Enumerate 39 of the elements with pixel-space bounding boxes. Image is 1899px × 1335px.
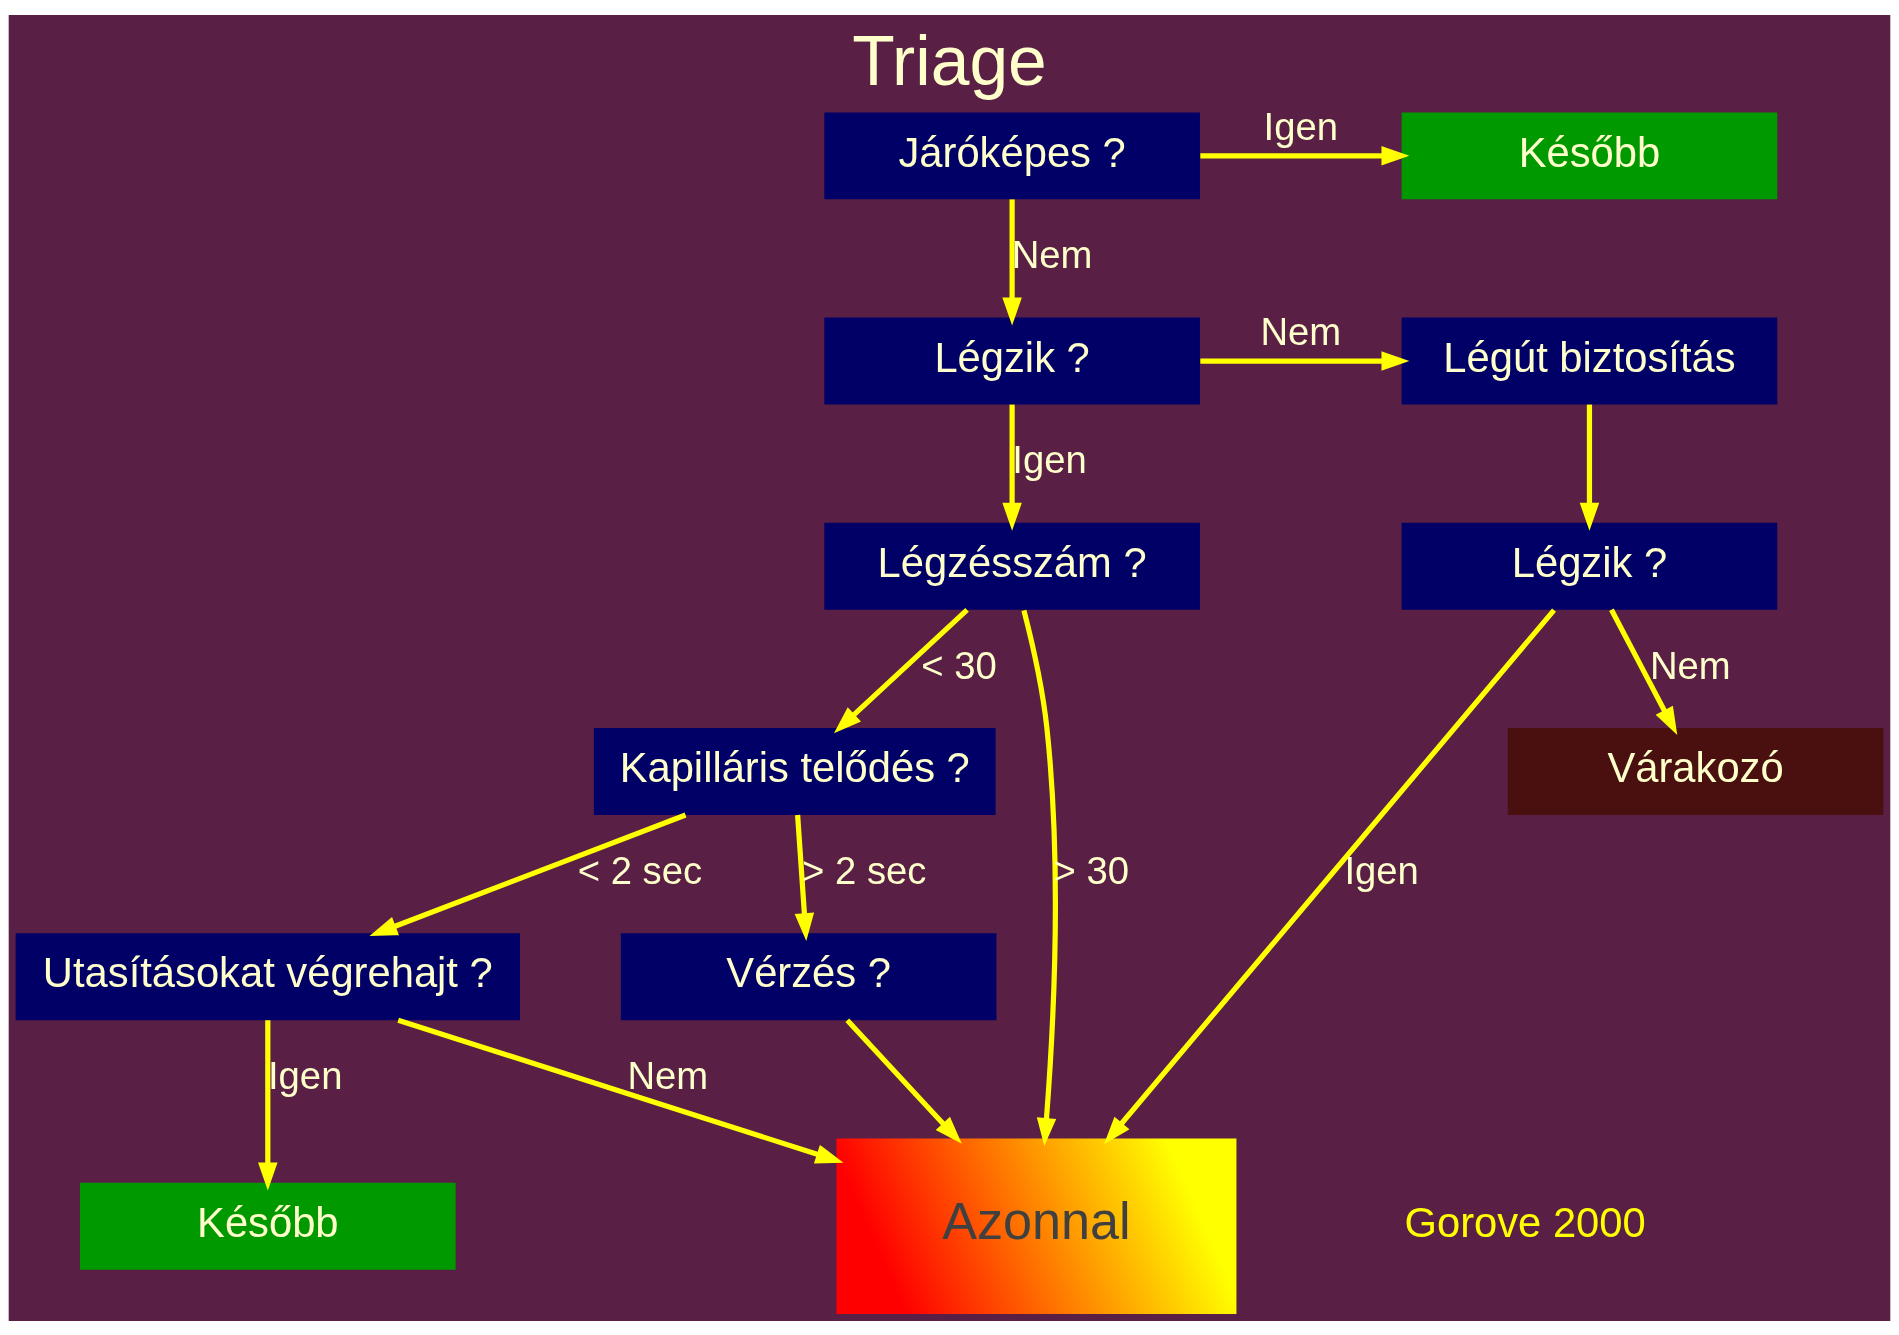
- edge-label: < 30: [921, 643, 997, 687]
- arrow: [845, 1017, 962, 1144]
- edge-label: Igen: [267, 1053, 343, 1097]
- edge-label: Igen: [1263, 104, 1339, 148]
- arrow: [258, 1019, 278, 1190]
- arrow: [1200, 145, 1410, 166]
- edge-label: Igen: [1344, 848, 1419, 892]
- arrow: [397, 1017, 844, 1163]
- arrow: [1002, 404, 1022, 531]
- node-box: Légút biztosítás: [1401, 317, 1778, 405]
- node-box: Légzik ?: [1401, 522, 1778, 610]
- edge-label: Igen: [1012, 437, 1087, 481]
- arrow: [1002, 198, 1022, 325]
- node-box: Azonnal: [836, 1137, 1237, 1314]
- diagram-title: Triage: [852, 21, 1047, 100]
- node-box: Utasításokat végrehajt ?: [15, 932, 520, 1020]
- arrow: [1200, 350, 1410, 371]
- arrow: [1609, 608, 1678, 735]
- node-box: Várakozó: [1507, 727, 1884, 815]
- edge-label: Nem: [1260, 309, 1342, 353]
- edge-label: Nem: [1649, 643, 1731, 687]
- node-box: Légzésszám ?: [824, 522, 1200, 610]
- node-box: Járóképes ?: [824, 111, 1200, 199]
- node-box: Később: [1401, 111, 1778, 199]
- node-box: Légzik ?: [824, 317, 1200, 405]
- arrow: [833, 607, 969, 733]
- label: Gorove 2000: [1404, 1198, 1646, 1246]
- edge-label: Nem: [1011, 232, 1093, 276]
- arrow: [369, 812, 687, 936]
- edge-label: Nem: [627, 1053, 709, 1097]
- arrow: [794, 814, 815, 941]
- node-box: Később: [80, 1182, 456, 1270]
- node-box: Vérzés ?: [620, 932, 997, 1020]
- arrow: [1104, 607, 1556, 1144]
- arrow: [1021, 609, 1058, 1146]
- edge-label: > 2 sec: [802, 848, 927, 892]
- node-box: Kapilláris telődés ?: [593, 727, 996, 815]
- edge-label: < 2 sec: [577, 848, 703, 892]
- arrow: [1579, 404, 1600, 531]
